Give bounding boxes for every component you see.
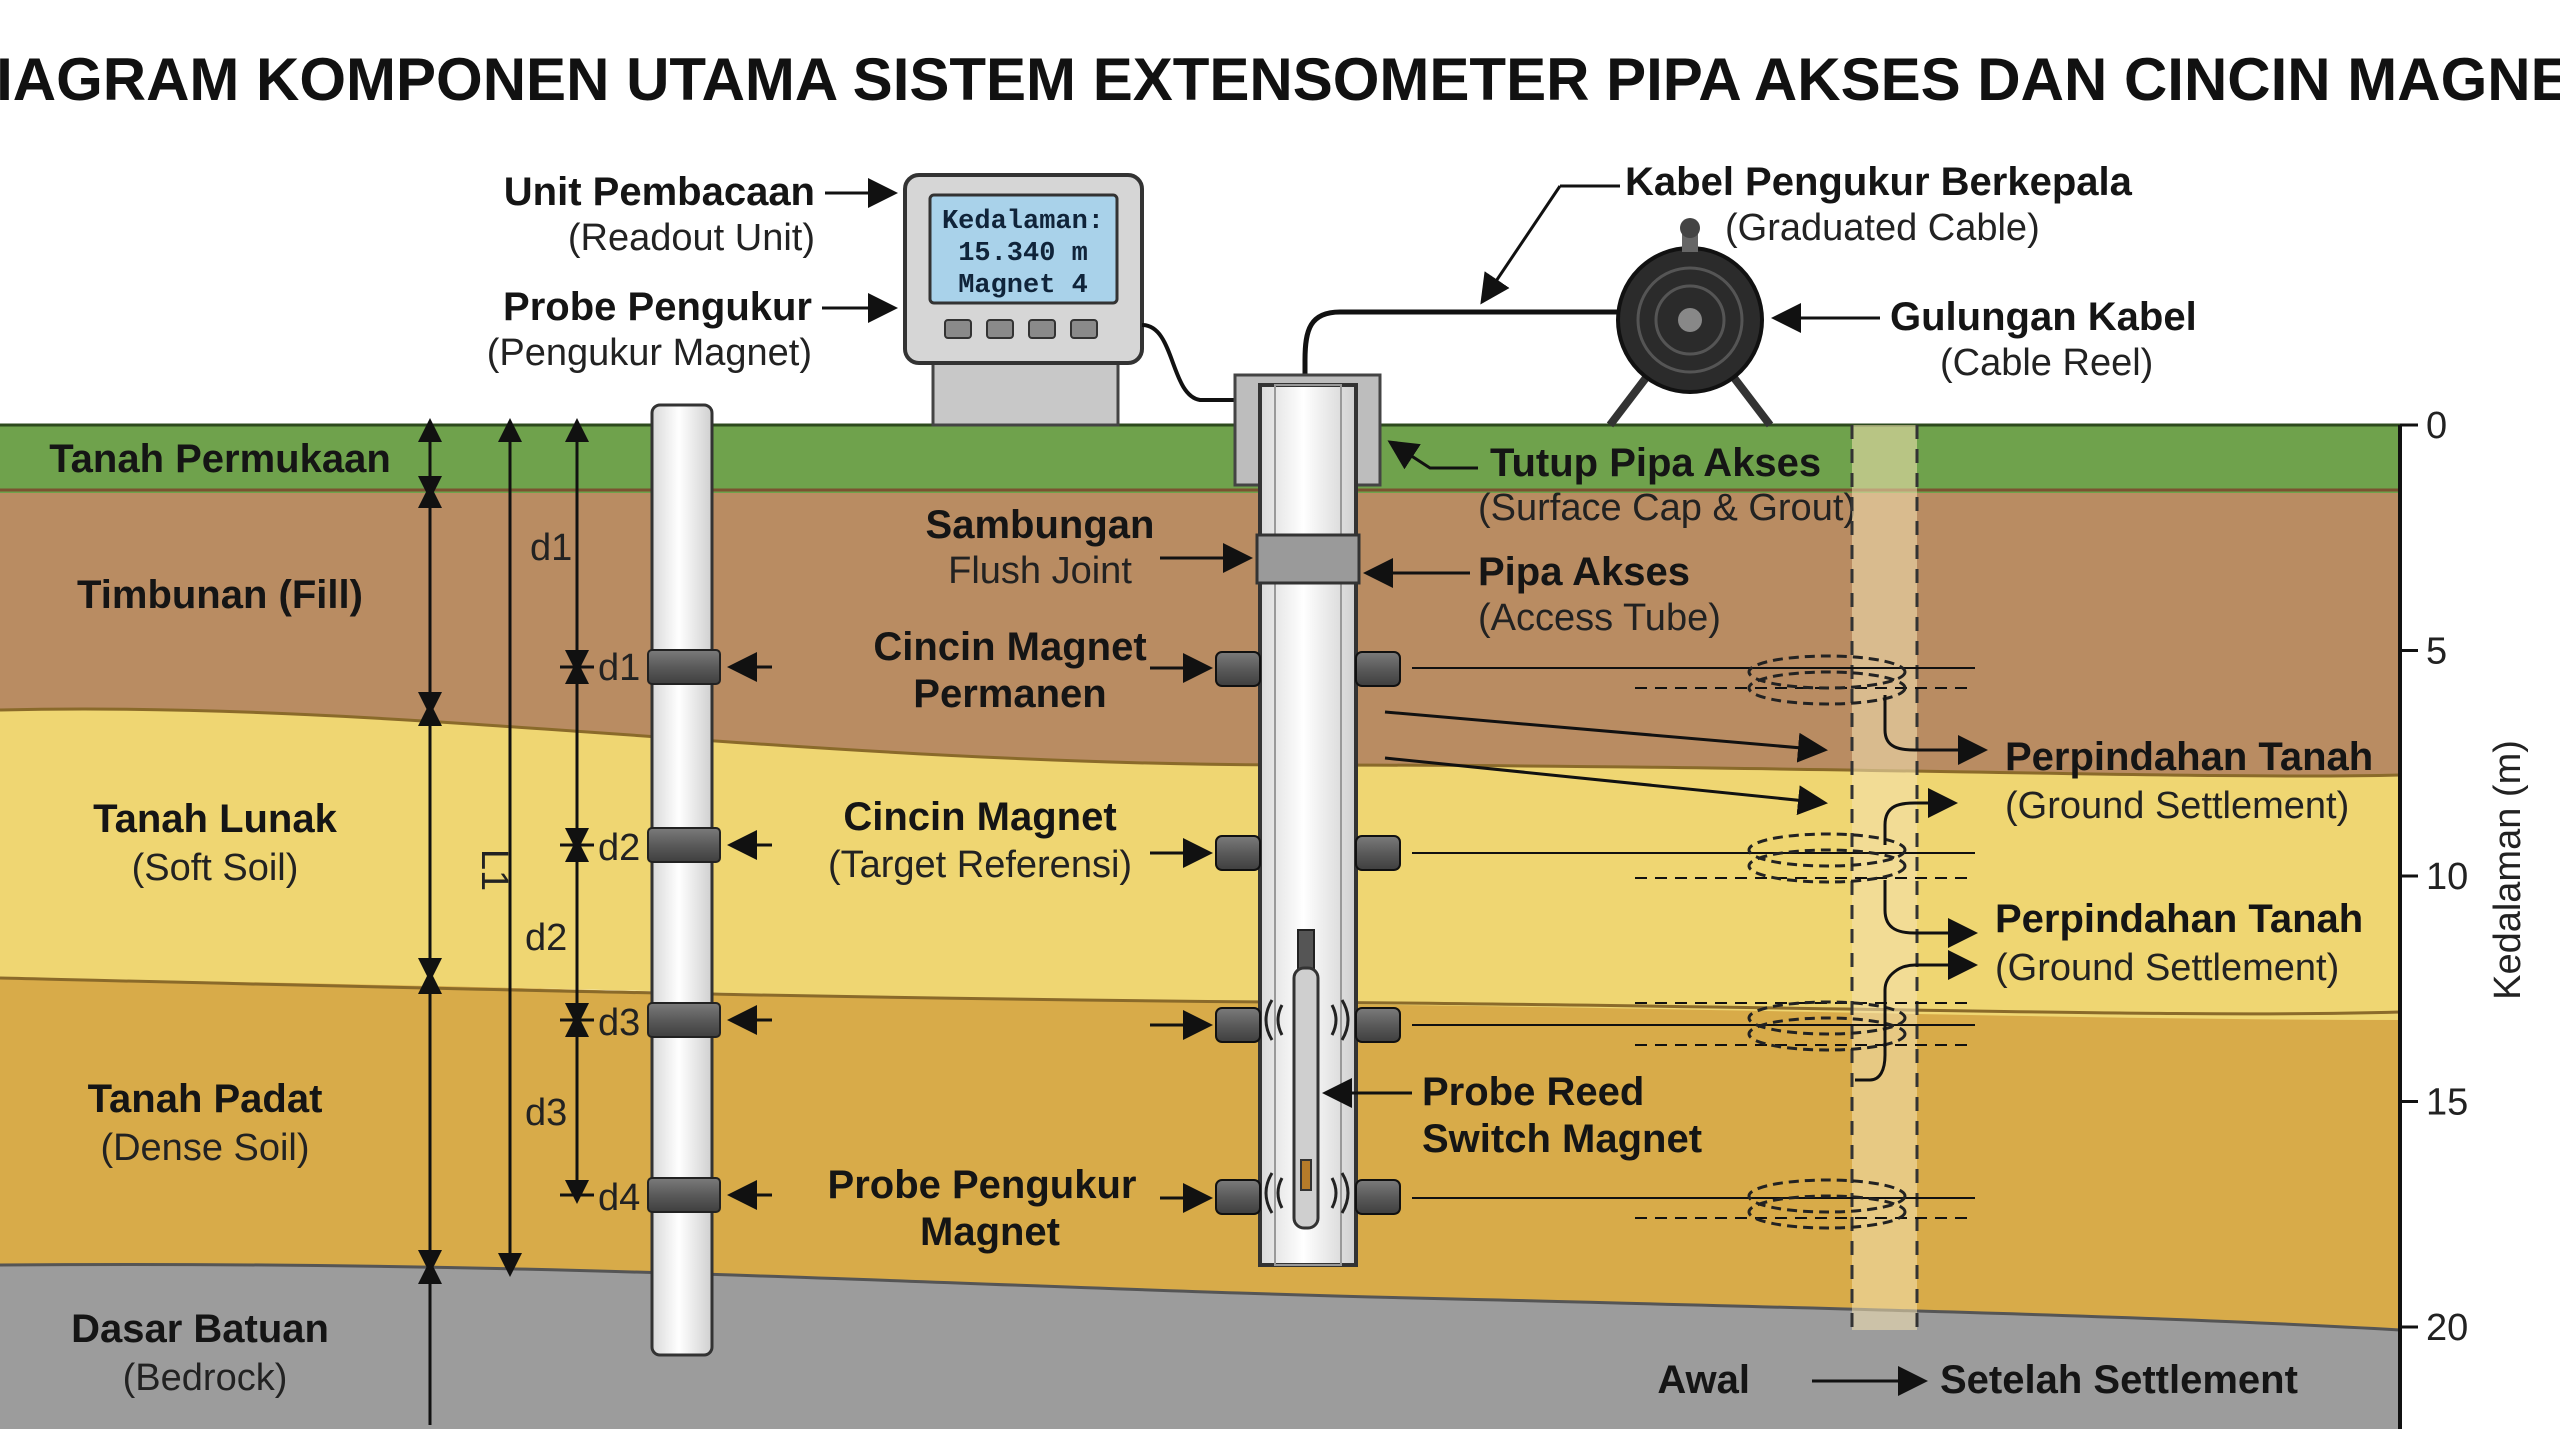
joint-sublabel: Flush Joint [948,550,1132,592]
dim-label-d1-upper: d1 [530,527,572,569]
reed-probe-line2: Switch Magnet [1422,1117,1702,1161]
layer-sublabel-soft: (Soft Soil) [132,847,299,889]
magnet-ring-1 [1215,651,1401,687]
depth-tick-label: 10 [2426,856,2468,898]
settlement-1-label: Perpindahan Tanah [2005,735,2373,779]
total-depth-label: L1 [473,849,515,891]
probe-bottom-line2: Magnet [920,1210,1060,1254]
layer-label-bedrock: Dasar Batuan [71,1307,329,1351]
reed-switch-probe [1264,929,1350,1230]
ref-ring-2 [647,827,721,863]
magnet-ring-3 [1215,1007,1401,1043]
graduated-cable [1302,309,1618,930]
joint-label: Sambungan [926,503,1155,547]
ref-ring-3 [647,1002,721,1038]
layer-sublabel-dense: (Dense Soil) [100,1127,309,1169]
magnet-reference-label: Cincin Magnet [843,795,1116,839]
readout-screen-line1: Kedalaman: [942,207,1104,237]
readout-button-2[interactable] [986,319,1014,339]
depth-axis: 0 5 10 15 20 Kedalaman (m) [2398,405,2529,1429]
depth-tick-label: 20 [2426,1307,2468,1349]
flush-joint [1255,533,1361,585]
layer-label-surface: Tanah Permukaan [49,437,391,481]
magnet-permanent-line2: Permanen [913,672,1106,716]
readout-sublabel: (Readout Unit) [568,217,815,259]
layer-labels: Tanah Permukaan Timbunan (Fill) Tanah Lu… [49,437,391,1399]
dim-label-d2-span: d2 [525,917,567,959]
depth-tick-label: 0 [2426,405,2447,447]
layer-fill [0,490,2400,777]
magnet-reference-sublabel: (Target Referensi) [828,844,1132,886]
legend-start: Awal [1657,1358,1750,1402]
layer-label-soft: Tanah Lunak [93,797,337,841]
ref-ring-4 [647,1177,721,1213]
settlement-1-sublabel: (Ground Settlement) [2005,785,2349,827]
dim-label-d3: d3 [598,1002,640,1044]
layer-dense-soil [0,970,2400,1330]
depth-ticks: 0 5 10 15 20 [2400,405,2468,1349]
tube-sublabel: (Access Tube) [1478,597,1721,639]
dim-label-d4: d4 [598,1177,640,1219]
magnet-ring-4 [1215,1179,1401,1215]
access-tube-assembly [1215,373,1401,1267]
dim-label-d2: d2 [598,827,640,869]
dim-label-d1: d1 [598,647,640,689]
ring-depth-dimensions: d1 d1 d2 d2 d3 d3 d4 [525,418,640,1219]
tube-label: Pipa Akses [1478,550,1690,594]
probe-top-label: Probe Pengukur [503,285,812,329]
probe-bottom-line1: Probe Pengukur [828,1163,1137,1207]
magnet-permanent-line1: Cincin Magnet [873,625,1146,669]
readout-button-1[interactable] [944,319,972,339]
cable-sublabel: (Graduated Cable) [1725,207,2040,249]
cap-sublabel: (Surface Cap & Grout) [1478,487,1856,529]
dim-label-d3-span: d3 [525,1092,567,1134]
depth-tick-label: 5 [2426,631,2447,673]
layer-sublabel-bedrock: (Bedrock) [123,1357,288,1399]
readout-unit: Kedalaman: 15.340 m Magnet 4 [903,173,1240,427]
reel-label: Gulungan Kabel [1890,295,2197,339]
readout-button-3[interactable] [1028,319,1056,339]
reed-probe-line1: Probe Reed [1422,1070,1644,1114]
readout-button-4[interactable] [1070,319,1098,339]
reference-pipe [647,403,772,1357]
legend-end: Setelah Settlement [1940,1358,2298,1402]
cable-label: Kabel Pengukur Berkepala [1625,160,2133,204]
settlement-illustration [1384,425,1988,1330]
legend: Awal Setelah Settlement [1657,1358,2298,1402]
depth-axis-label: Kedalaman (m) [2487,740,2529,1000]
reel-sublabel: (Cable Reel) [1940,342,2153,384]
ref-ring-1 [647,649,721,685]
settlement-2-label: Perpindahan Tanah [1995,897,2363,941]
page-title: DIAGRAM KOMPONEN UTAMA SISTEM EXTENSOMET… [0,46,2560,113]
cap-label: Tutup Pipa Akses [1490,441,1821,485]
settlement-2-sublabel: (Ground Settlement) [1995,947,2339,989]
layer-label-dense: Tanah Padat [88,1077,323,1121]
layer-label-fill: Timbunan (Fill) [77,573,363,617]
cable-reel [1606,218,1774,428]
magnet-ring-2 [1215,835,1401,871]
probe-top-sublabel: (Pengukur Magnet) [487,332,812,374]
readout-label: Unit Pembacaan [504,170,815,214]
readout-screen-line3: Magnet 4 [958,271,1088,301]
depth-tick-label: 15 [2426,1082,2468,1124]
layer-surface [0,425,2400,493]
total-depth-dimension: L1 [473,418,522,1277]
readout-screen [928,193,1119,305]
soil-layers [0,423,2401,1429]
readout-screen-line2: 15.340 m [958,239,1088,269]
